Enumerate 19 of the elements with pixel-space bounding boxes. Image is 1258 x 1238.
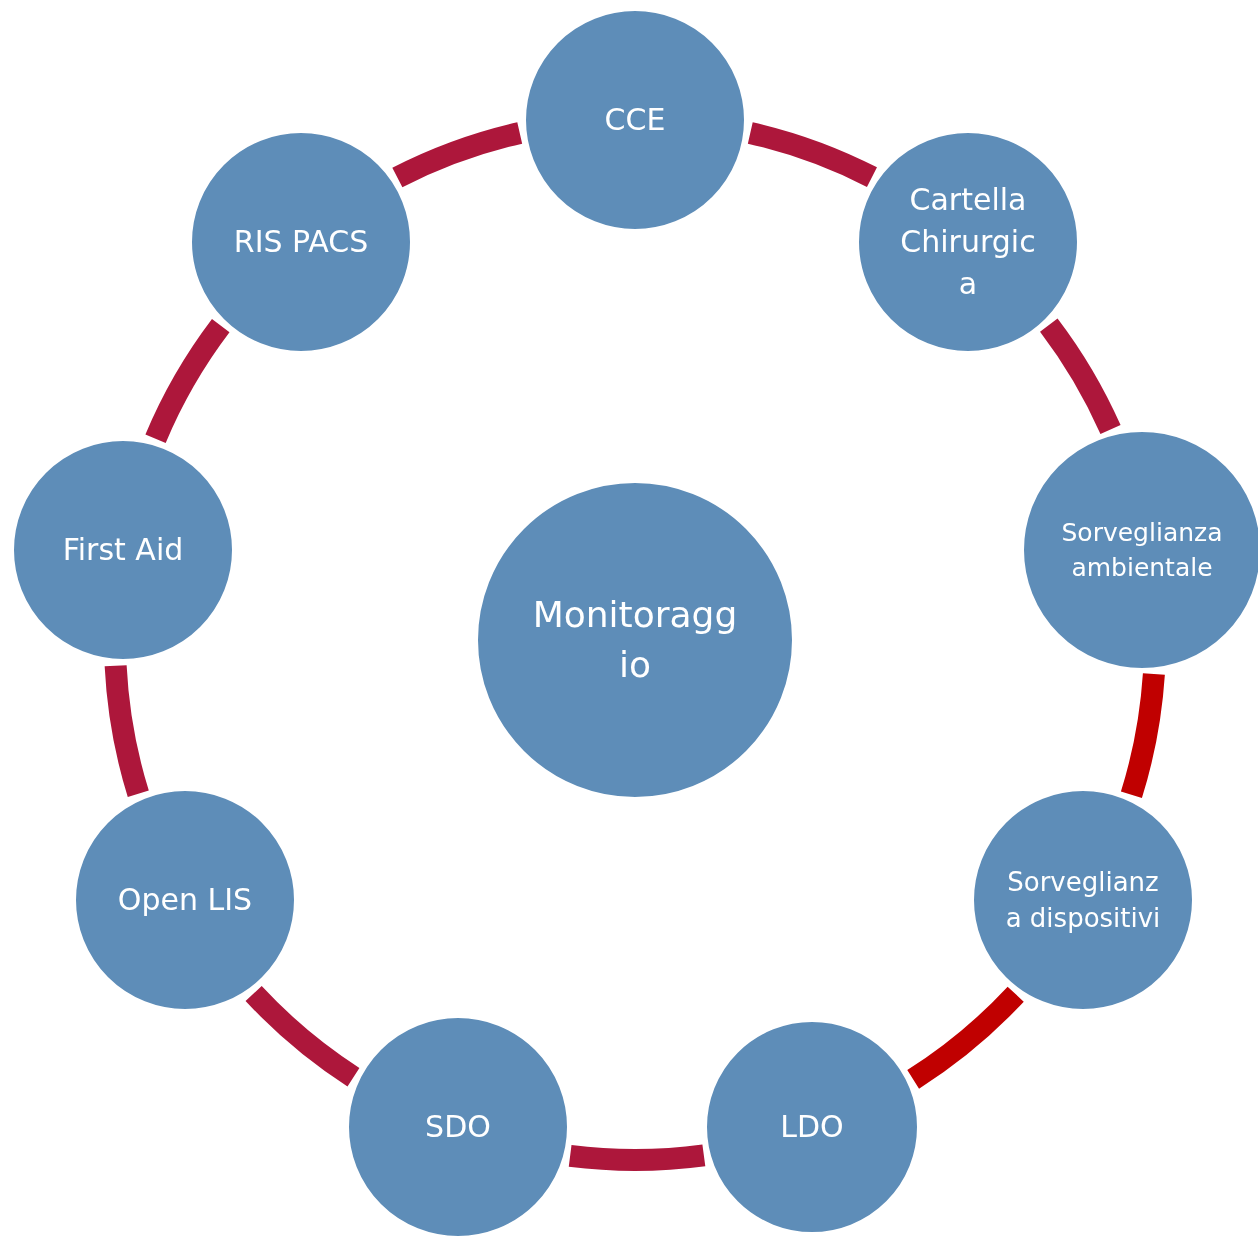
ring-connector <box>906 986 1024 1089</box>
ring-connector <box>1120 672 1165 798</box>
ring-connector <box>569 1144 705 1171</box>
node-label: Monitoraggio <box>531 592 739 687</box>
node-label: Open LIS <box>116 881 254 919</box>
node-label: Sorveglianza ambientale <box>1060 517 1224 584</box>
node-label: First Aid <box>61 531 185 569</box>
node-label: Cartella Chirurgica <box>899 181 1037 303</box>
ring-connector <box>1039 318 1121 435</box>
node-label: SDO <box>424 1108 492 1146</box>
ring-connector <box>245 985 360 1087</box>
ring-connector <box>104 664 149 797</box>
node-label: Sorveglianza dispositivi <box>1004 865 1162 935</box>
node-label: LDO <box>779 1108 845 1146</box>
ring-connector <box>145 319 230 444</box>
ring-connector <box>392 122 523 188</box>
node-label: RIS PACS <box>232 223 370 261</box>
ring-connector <box>747 122 877 188</box>
node-label: CCE <box>603 101 667 139</box>
